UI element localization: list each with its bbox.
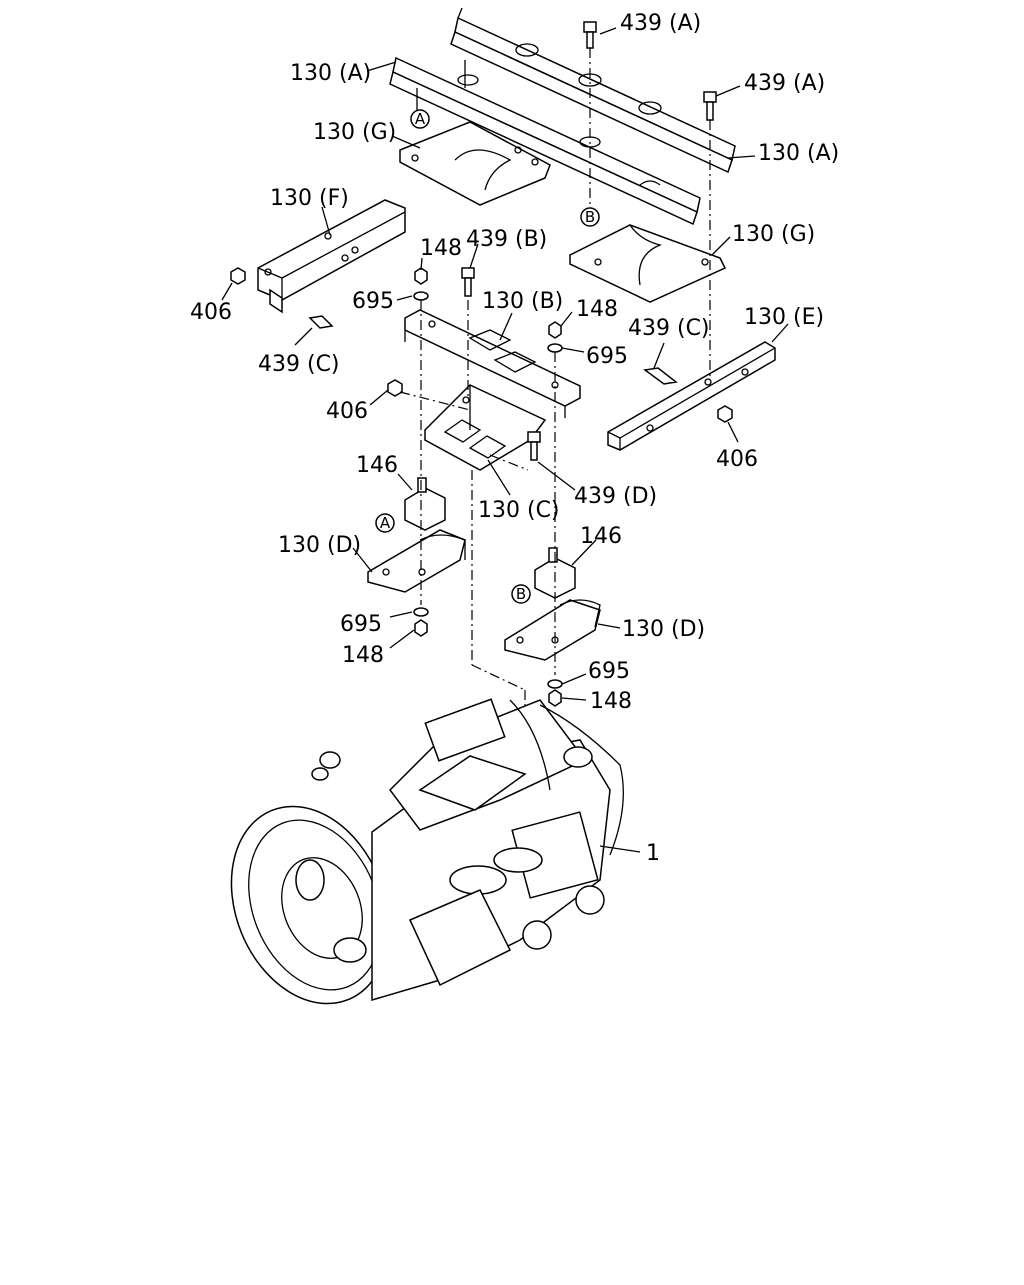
callout-406: 406	[716, 447, 758, 472]
callout-labels: 130 (A) 439 (A) 439 (A) 130 (A) 130 (G) …	[190, 11, 839, 866]
callout-130f: 130 (F)	[270, 186, 349, 211]
marker-a-top: A	[410, 109, 430, 129]
marker-b-bracket: B	[511, 584, 531, 604]
callout-146: 146	[356, 453, 398, 478]
callout-439a: 439 (A)	[744, 71, 825, 96]
callout-148: 148	[590, 689, 632, 714]
callout-695: 695	[340, 612, 382, 637]
callout-130d: 130 (D)	[278, 533, 361, 558]
callout-439c: 439 (C)	[258, 352, 340, 377]
plate-130g-upper	[399, 121, 551, 206]
callout-1: 1	[646, 841, 660, 866]
alignment-lines	[399, 48, 711, 745]
svg-text:A: A	[415, 110, 426, 128]
bracket-130d-right	[504, 599, 601, 661]
bracket-130b	[404, 309, 581, 418]
callout-439a: 439 (A)	[620, 11, 701, 36]
callout-146: 146	[580, 524, 622, 549]
callout-439b: 439 (B)	[466, 227, 547, 252]
rubber-mount-146-left	[404, 477, 446, 531]
callout-130e: 130 (E)	[744, 305, 824, 330]
callout-695: 695	[588, 659, 630, 684]
callout-406: 406	[190, 300, 232, 325]
bracket-130e	[607, 341, 776, 451]
callout-406: 406	[326, 399, 368, 424]
leader-lines	[221, 27, 789, 853]
rail-130a-front	[389, 56, 701, 226]
callout-439d: 439 (D)	[574, 484, 657, 509]
callout-148: 148	[342, 643, 384, 668]
svg-text:B: B	[585, 208, 595, 226]
callout-130a: 130 (A)	[758, 141, 839, 166]
callout-130g: 130 (G)	[313, 120, 396, 145]
svg-text:B: B	[516, 585, 526, 603]
callout-130g: 130 (G)	[732, 222, 815, 247]
rail-130a-rear	[450, 7, 736, 174]
callout-130a: 130 (A)	[290, 61, 371, 86]
callout-130c: 130 (C)	[478, 498, 560, 523]
callout-439c: 439 (C)	[628, 316, 710, 341]
callout-695: 695	[352, 289, 394, 314]
bracket-130f	[257, 199, 406, 314]
callout-148: 148	[576, 297, 618, 322]
reference-markers: A B A B	[375, 109, 600, 604]
marker-a-bracket: A	[375, 513, 395, 533]
bracket-130c	[424, 384, 547, 471]
svg-text:A: A	[380, 514, 391, 532]
callout-130b: 130 (B)	[482, 289, 563, 314]
transmission-assembly	[230, 698, 624, 1005]
bracket-130d-left	[367, 529, 466, 593]
marker-b-top: B	[580, 207, 600, 227]
plate-130g-lower	[569, 224, 727, 303]
callout-148: 148	[420, 236, 462, 261]
callout-130d: 130 (D)	[622, 617, 705, 642]
callout-695: 695	[586, 344, 628, 369]
